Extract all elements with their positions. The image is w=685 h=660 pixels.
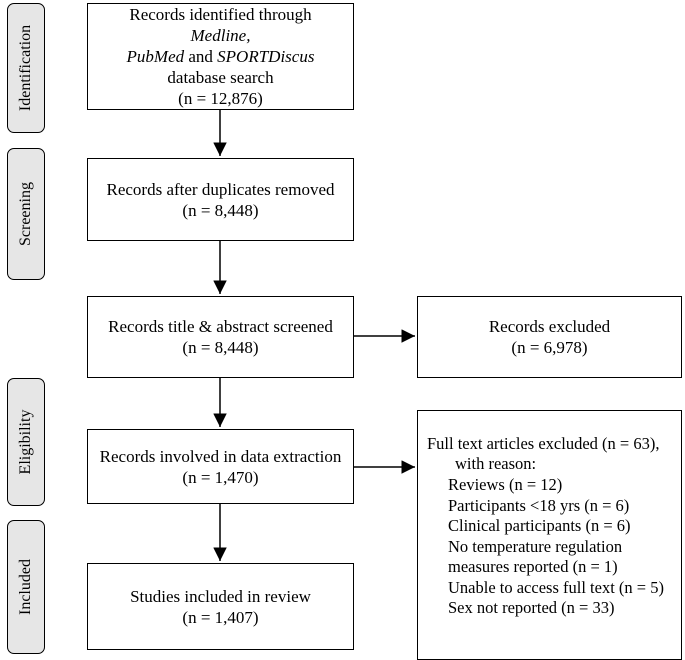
exclusion-reason: Clinical participants (n = 6) — [448, 516, 631, 535]
exclusion-reason-list: Reviews (n = 12) Participants <18 yrs (n… — [448, 475, 664, 619]
phase-screening: Screening — [7, 148, 45, 280]
phase-eligibility: Eligibility — [7, 378, 45, 506]
records-excluded-count: (n = 6,978) — [511, 338, 588, 357]
duplicates-removed-count: (n = 8,448) — [182, 200, 259, 220]
full-text-excluded-header: Full text articles excluded (n = 63), — [427, 434, 660, 453]
phase-identification: Identification — [7, 3, 45, 133]
duplicates-removed-box: Records after duplicates removed (n = 8,… — [87, 158, 354, 241]
full-text-excluded-subheader: with reason: — [455, 454, 537, 473]
records-identified-box: Records identified through Medline, PubM… — [87, 3, 354, 110]
data-extraction-box: Records involved in data extraction (n =… — [87, 429, 354, 504]
phase-included: Included — [7, 520, 45, 654]
records-excluded-box: Records excluded (n = 6,978) — [417, 296, 682, 378]
and-text: and — [184, 47, 218, 66]
data-extraction-label: Records involved in data extraction — [99, 446, 342, 466]
screened-label: Records title & abstract screened — [108, 317, 333, 336]
exclusion-reason: Participants <18 yrs (n = 6) — [448, 495, 630, 515]
full-text-excluded-box: Full text articles excluded (n = 63), wi… — [417, 410, 682, 660]
exclusion-reason: measures reported (n = 1) — [448, 557, 618, 576]
records-identified-line1: Records identified through — [129, 5, 312, 24]
exclusion-reason: Sex not reported (n = 33) — [448, 598, 615, 617]
exclusion-reason: No temperature regulation — [448, 536, 623, 556]
studies-included-count: (n = 1,407) — [182, 607, 259, 627]
records-identified-line2: Medline, — [191, 25, 251, 46]
screened-count: (n = 8,448) — [182, 338, 259, 357]
records-identified-line4: database search — [167, 68, 274, 87]
exclusion-reason: Unable to access full text (n = 5) — [448, 577, 664, 597]
pubmed-text: PubMed — [126, 47, 185, 66]
records-identified-count: (n = 12,876) — [178, 89, 263, 108]
studies-included-box: Studies included in review (n = 1,407) — [87, 563, 354, 650]
records-identified-line3: PubMed and SPORTDiscus — [127, 46, 315, 67]
data-extraction-count: (n = 1,470) — [182, 467, 259, 487]
exclusion-reason: Reviews (n = 12) — [448, 475, 563, 494]
medline-text: Medline, — [190, 26, 251, 45]
studies-included-label: Studies included in review — [130, 586, 311, 606]
records-excluded-label: Records excluded — [488, 317, 611, 336]
sportdiscus-text: SPORTDiscus — [217, 47, 315, 66]
duplicates-removed-label: Records after duplicates removed — [106, 179, 335, 199]
screened-box: Records title & abstract screened (n = 8… — [87, 296, 354, 378]
